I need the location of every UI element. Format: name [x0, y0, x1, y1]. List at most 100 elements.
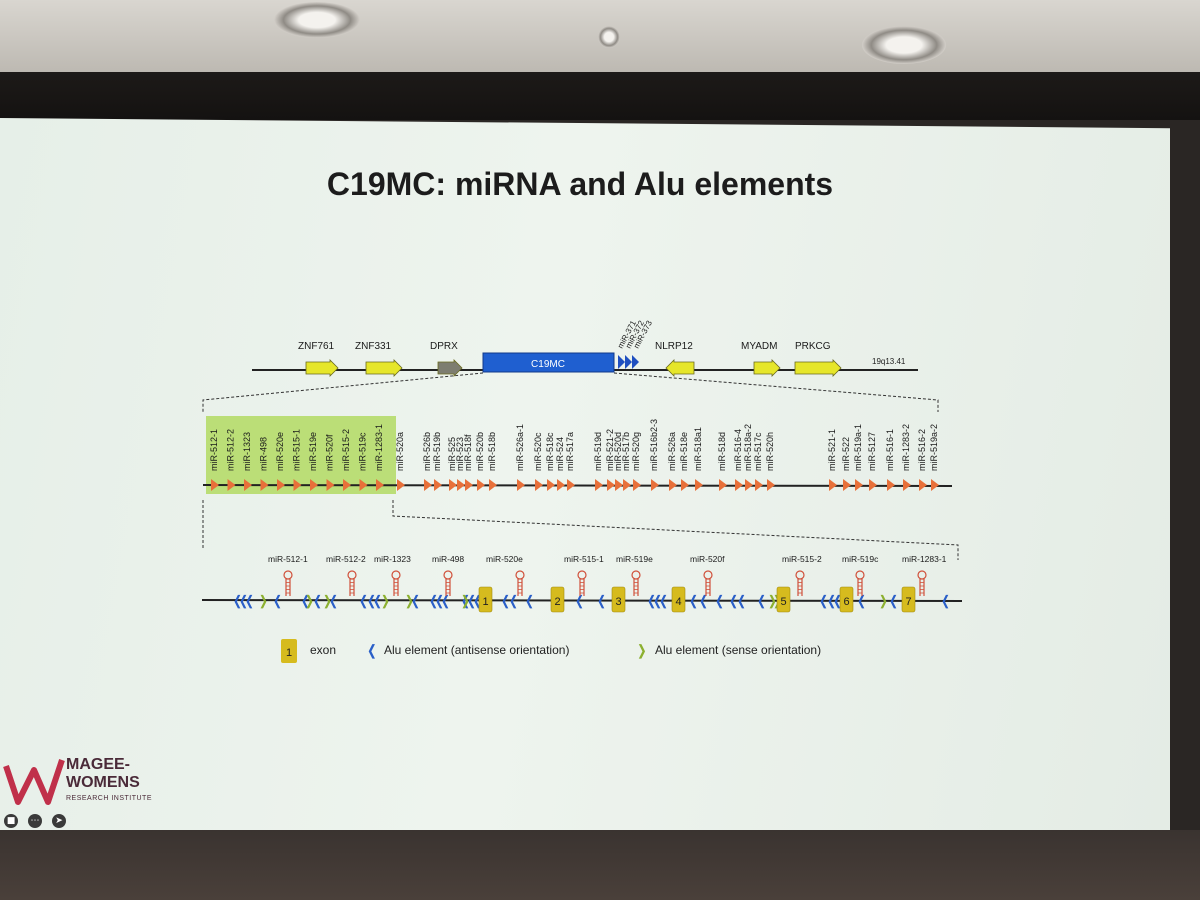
alu-antisense-mark: ❬: [756, 593, 767, 609]
mirna-label: miR-516b2-3: [649, 419, 659, 471]
room-floor: [0, 830, 1200, 900]
next-icon[interactable]: ➤: [52, 814, 66, 828]
hairpin-loop: [703, 570, 713, 580]
gene-label-nlrp12: NLRP12: [655, 341, 693, 352]
screen-bezel: [0, 72, 1200, 120]
mirna-label: miR-515-1: [292, 429, 302, 471]
gene-arrow-znf761: [305, 359, 339, 377]
mirna-marker: [903, 479, 911, 491]
cluster-mirna-arrow: [618, 355, 625, 369]
mirna-marker: [434, 479, 442, 491]
gene-label-znf331: ZNF331: [355, 341, 392, 352]
mirna-marker: [227, 479, 236, 491]
exon-number: 4: [675, 596, 681, 608]
exon-box: [478, 586, 493, 613]
mirna-marker: [651, 479, 659, 491]
cluster-mirna-arrow: [632, 355, 639, 369]
mirna-label: miR-512-2: [226, 429, 236, 471]
alu-antisense-mark: ❬: [312, 593, 323, 609]
hairpin-loop: [855, 570, 865, 580]
mirna-marker: [293, 479, 302, 491]
mirna-label: miR-515-2: [341, 429, 351, 471]
mirna-marker: [465, 479, 473, 491]
mirna-marker: [535, 479, 543, 491]
mirna-label: miR-520a: [395, 432, 405, 471]
exon-box: [901, 586, 916, 613]
hairpin-loop: [391, 570, 401, 580]
legend-antisense-label: Alu element (antisense orientation): [384, 643, 569, 657]
mirna-marker: [623, 479, 631, 491]
cluster-mirna-arrow: [625, 355, 632, 369]
mirna-label: miR-1283-1: [374, 424, 384, 471]
mirna-marker: [547, 479, 555, 491]
mirna-label: miR-519b: [432, 432, 442, 471]
alu-antisense-mark: ❬: [410, 593, 421, 609]
slide-title: C19MC: miRNA and Alu elements: [326, 166, 834, 202]
mirna-label: miR-526b: [422, 432, 432, 471]
alu-antisense-mark: ❬: [232, 593, 243, 609]
alu-antisense-mark: ❬: [428, 593, 439, 609]
mirna-label: miR-517b: [621, 432, 631, 471]
mirna-marker: [615, 479, 623, 491]
alu-antisense-mark: ❬: [736, 593, 747, 609]
alu-antisense-mark: ❬: [500, 593, 511, 609]
more-icon[interactable]: ⋯: [28, 814, 42, 828]
alu-antisense-mark: ❬: [940, 593, 951, 609]
logo-line-2: WOMENS: [66, 774, 140, 791]
detail-mirna-label: miR-498: [432, 554, 464, 564]
mirna-label: miR-512-1: [209, 429, 219, 471]
mirna-label: miR-526a: [667, 432, 677, 471]
zoom-connector-upper: [202, 372, 939, 412]
mirna-label: miR-518b: [487, 432, 497, 471]
hairpin-loop: [347, 570, 357, 580]
mirna-label: miR-516-1: [885, 429, 895, 471]
sprinkler: [598, 26, 620, 48]
ceiling: [0, 0, 1200, 72]
alu-antisense-mark: ❬: [466, 593, 477, 609]
mirna-marker: [244, 479, 252, 491]
mirna-marker: [607, 479, 615, 491]
mirna-marker: [310, 479, 318, 491]
mirna-label: miR-518c: [545, 432, 555, 471]
alu-antisense-mark: ❬: [652, 593, 663, 609]
mirna-marker: [595, 479, 603, 491]
mirna-marker: [887, 479, 895, 491]
exon-number: 2: [554, 596, 560, 608]
detail-mirna-label: miR-512-2: [326, 554, 366, 564]
mirna-label: miR-519d: [593, 432, 603, 471]
alu-antisense-mark: ❬: [818, 593, 829, 609]
alu-sense-mark: ❭: [404, 593, 415, 609]
mirna-label: miR-519a-1: [853, 424, 863, 471]
alu-antisense-mark: ❬: [440, 593, 451, 609]
magee-womens-logo-mark: [3, 759, 65, 805]
mirna-marker: [449, 479, 457, 491]
mirna-marker: [931, 479, 939, 491]
exon-number: 7: [905, 596, 911, 608]
exon-box: [611, 586, 626, 613]
camera-icon[interactable]: ■: [4, 814, 18, 828]
gene-label-dprx: DPRX: [430, 341, 458, 352]
alu-antisense-mark: ❬: [244, 593, 255, 609]
mirna-marker: [755, 479, 763, 491]
mirna-marker: [260, 479, 269, 491]
mirna-label: miR-516-2: [917, 429, 927, 471]
alu-antisense-mark: ❬: [596, 593, 607, 609]
mirna-label: miR-520d: [613, 432, 623, 471]
alu-antisense-mark: ❬: [888, 593, 899, 609]
alu-antisense-mark: ❬: [688, 593, 699, 609]
highlighted-mirna-region: [206, 416, 396, 494]
mirna-marker: [829, 479, 837, 491]
gene-label-myadm: MYADM: [741, 341, 777, 352]
alu-antisense-mark: ❬: [826, 593, 837, 609]
mirna-marker: [457, 479, 465, 491]
mirna-marker: [567, 479, 575, 491]
band-label: 19q13.41: [872, 357, 906, 366]
exon-box: [671, 586, 686, 613]
mirna-label: miR-519c: [358, 432, 368, 471]
mirna-label: miR-518f: [463, 434, 473, 471]
alu-sense-mark: ❭: [322, 593, 333, 609]
logo-w-mark: [3, 759, 65, 805]
c19mc-cluster-box: [482, 352, 615, 373]
mirna-marker: [669, 479, 677, 491]
